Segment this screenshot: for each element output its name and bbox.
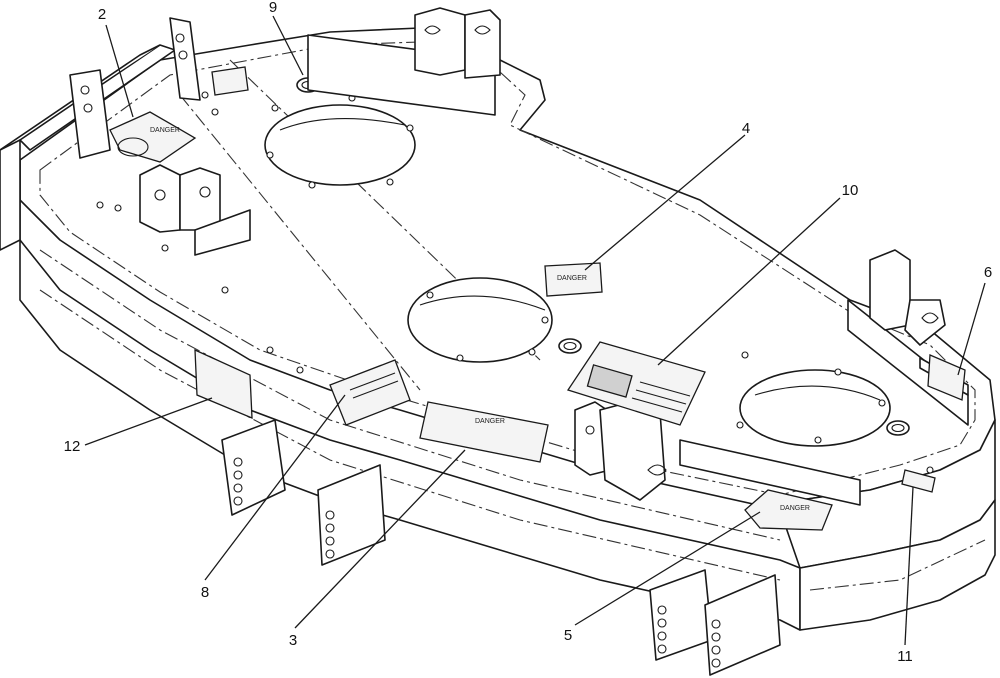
callout-11: 11 [897,648,913,665]
decal-danger-center-text: DANGER [557,275,587,282]
leader-lines [84,15,986,646]
callout-10: 10 [842,182,859,199]
front-center-bracket [574,401,667,501]
callout-8: 8 [201,584,209,601]
decal-11 [901,469,936,493]
decal-danger-front-plate-text: DANGER [475,418,505,425]
callout-12: 12 [64,438,81,455]
decal-6 [927,354,966,401]
decal-danger-left-text: DANGER [150,127,180,134]
decal-danger-center: DANGER [544,262,603,297]
rear-left-bracket [69,17,251,256]
callout-3: 3 [289,632,297,649]
decal-12 [194,348,253,419]
decal-warning-8 [329,359,411,426]
callout-4: 4 [742,120,750,137]
decal-small-rear [211,66,249,96]
decal-danger-arrow: DANGER [744,489,833,531]
callout-labels: 2 9 4 10 6 12 8 3 5 11 [64,0,993,665]
rear-right-bracket [869,249,946,346]
front-gauge-plates [221,419,781,676]
callout-2: 2 [98,6,106,23]
callout-9: 9 [269,0,277,16]
decal-instructions-large [566,341,706,426]
callout-6: 6 [984,264,992,281]
blade-openings [264,104,891,447]
decal-danger-arrow-text: DANGER [780,505,810,512]
mounting-holes [96,91,934,474]
decal-danger-left: DANGER [109,111,197,163]
decal-danger-front-plate: DANGER [419,401,549,463]
rear-center-bracket [414,7,501,79]
callout-5: 5 [564,627,572,644]
